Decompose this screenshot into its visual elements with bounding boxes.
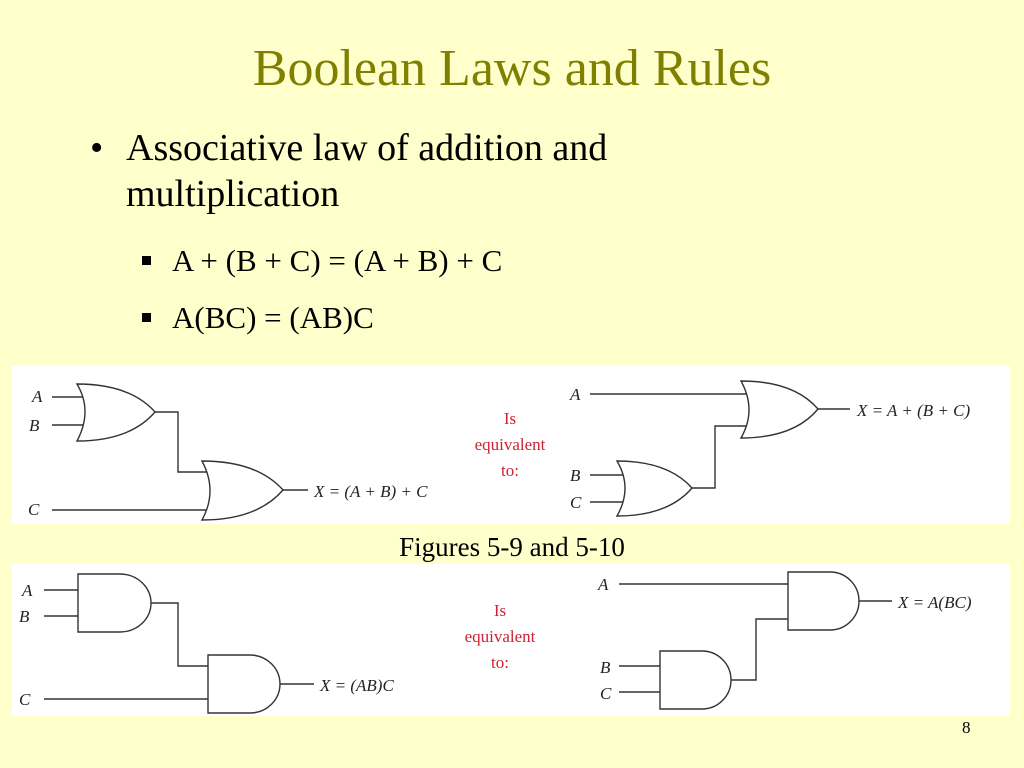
wire xyxy=(155,411,209,473)
output-expression: X = A(BC) xyxy=(897,593,972,612)
wire xyxy=(151,602,208,667)
input-label-b: B xyxy=(600,658,611,677)
input-label-c: C xyxy=(19,690,31,709)
equivalent-text-line: to: xyxy=(491,653,509,672)
and-gate-icon xyxy=(77,573,152,633)
input-label-b: B xyxy=(29,416,40,435)
input-label-c: C xyxy=(28,500,40,519)
or-gate-icon xyxy=(75,383,156,442)
equivalent-text-line: Is xyxy=(494,601,506,620)
input-label-b: B xyxy=(570,466,581,485)
and-gate-icon xyxy=(787,571,860,631)
wire xyxy=(52,396,83,426)
output-expression: X = (AB)C xyxy=(319,676,394,695)
figure-and-gates: A B C X = (AB)C Is equivalent to: A B C … xyxy=(12,564,1010,716)
and-gate-icon xyxy=(207,654,281,714)
or-gate-icon xyxy=(200,460,284,521)
wire xyxy=(590,474,624,503)
wire xyxy=(44,589,78,617)
input-label-a: A xyxy=(21,581,33,600)
equivalent-text-line: to: xyxy=(501,461,519,480)
input-label-b: B xyxy=(19,607,30,626)
slide-title: Boolean Laws and Rules xyxy=(252,40,772,97)
equivalent-text-line: equivalent xyxy=(465,627,536,646)
figure-caption: Figures 5-9 and 5-10 xyxy=(399,532,625,562)
square-bullet-icon xyxy=(142,256,151,265)
wire xyxy=(714,425,748,475)
wire xyxy=(619,665,660,693)
equivalent-text-line: Is xyxy=(504,409,516,428)
wire xyxy=(731,666,757,681)
input-label-a: A xyxy=(31,387,43,406)
sub-item-multiplication-text: A(BC) = (AB)C xyxy=(172,300,374,335)
figure-or-gates: A B C X = (A + B) + C Is equivalent to: … xyxy=(12,366,1010,524)
and-gate-icon xyxy=(659,650,732,710)
wire xyxy=(755,618,788,666)
main-bullet-text: Associative law of addition and multipli… xyxy=(126,127,608,215)
input-label-c: C xyxy=(600,684,612,703)
output-expression: X = A + (B + C) xyxy=(856,401,970,420)
bullet-marker: • xyxy=(90,127,104,169)
sub-item-addition-text: A + (B + C) = (A + B) + C xyxy=(172,243,503,278)
page-number: 8 xyxy=(962,718,971,737)
or-gate-icon xyxy=(615,460,693,517)
input-label-a: A xyxy=(569,385,581,404)
or-gate-icon xyxy=(739,380,819,439)
wire xyxy=(692,475,716,489)
input-label-c: C xyxy=(570,493,582,512)
equivalent-text-line: equivalent xyxy=(475,435,546,454)
input-label-a: A xyxy=(597,575,609,594)
output-expression: X = (A + B) + C xyxy=(313,482,428,501)
square-bullet-icon xyxy=(142,313,151,322)
